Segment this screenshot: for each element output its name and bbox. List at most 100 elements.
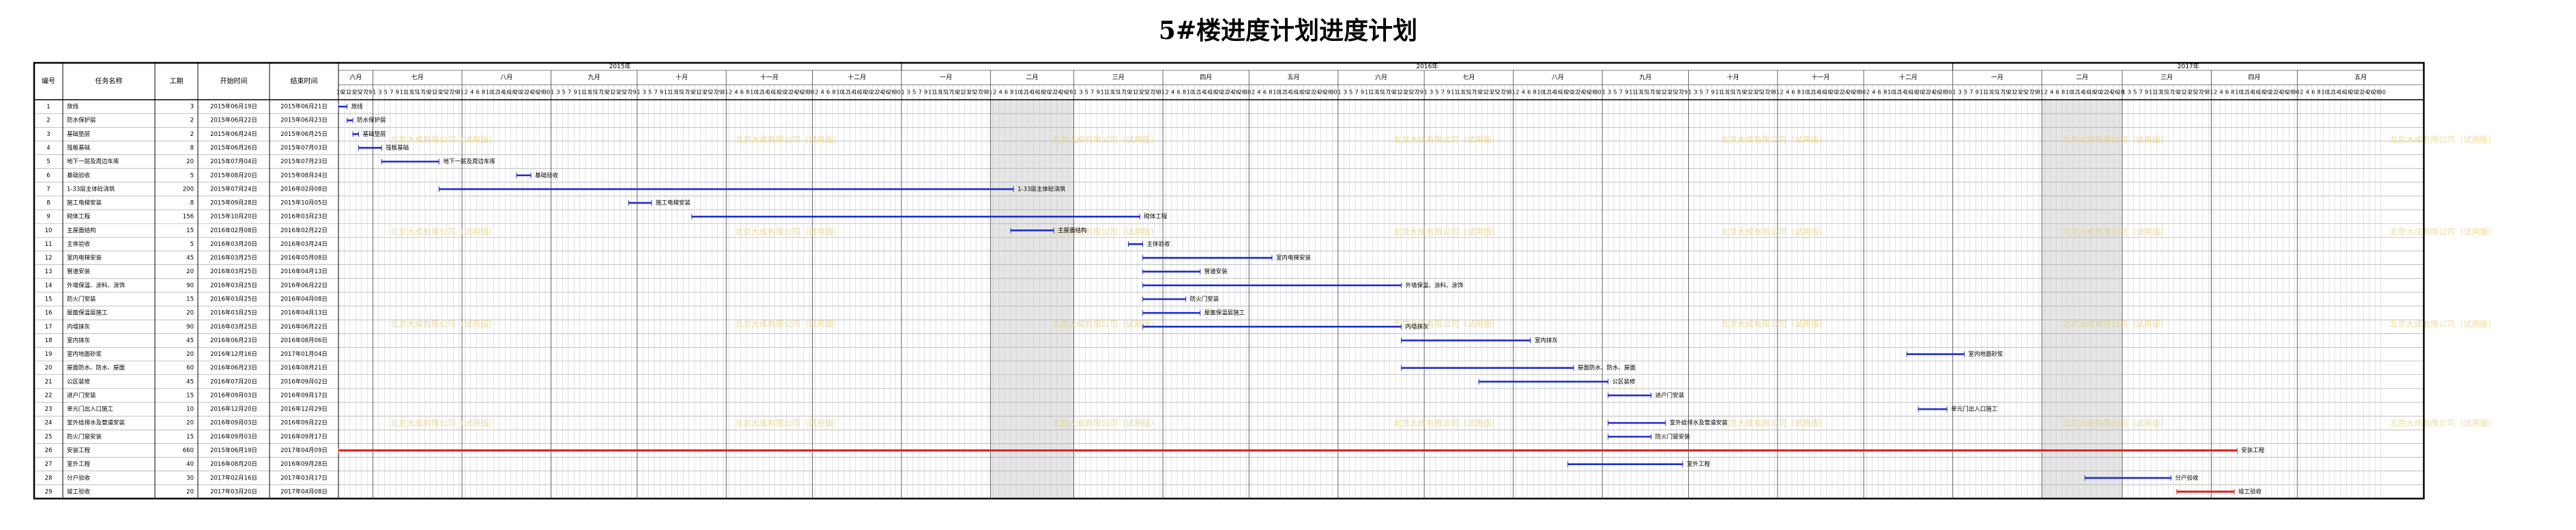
- day-label: 21: [2177, 89, 2184, 96]
- day-label: 29: [451, 89, 458, 96]
- year-label: 2017年: [2177, 62, 2199, 70]
- task-start: 2016年03月25日: [210, 254, 257, 262]
- task-start: 2016年03月20日: [210, 240, 257, 248]
- year-label: 2015年: [609, 62, 631, 70]
- day-label: 10: [750, 89, 757, 96]
- task-start: 2016年09月03日: [210, 419, 257, 427]
- day-label: 26: [882, 89, 889, 96]
- day-label: 19: [1738, 89, 1745, 96]
- day-label: 29: [1152, 89, 1159, 96]
- day-label: 16: [767, 89, 774, 96]
- task-start: 2016年06月23日: [210, 364, 257, 372]
- task-name: 外墙保温、涂料、涂饰: [67, 281, 126, 289]
- day-label: 10: [486, 89, 493, 96]
- day-label: 8: [1183, 89, 1186, 96]
- month-label: 四月: [2248, 74, 2261, 81]
- day-label: 28: [802, 89, 809, 96]
- day-label: 7: [568, 89, 571, 96]
- day-label: 9: [1097, 89, 1100, 96]
- day-label: 13: [2155, 89, 2162, 96]
- day-label: 7: [1355, 89, 1359, 96]
- day-label: 5: [2133, 89, 2137, 96]
- watermark: 北京大成有限公司（试用版）: [2390, 227, 2496, 237]
- day-label: 13: [1721, 89, 1728, 96]
- task-name: 管道安装: [67, 268, 91, 275]
- watermark: 北京大成有限公司（试用版）: [390, 418, 497, 428]
- day-label: 24: [1313, 89, 1320, 96]
- day-label: 31: [1773, 89, 1780, 96]
- task-duration: 15: [186, 434, 194, 441]
- page-title: 5#楼进度计划进度计划: [1158, 16, 1418, 45]
- day-label: 15: [589, 89, 596, 96]
- task-duration: 20: [186, 268, 194, 275]
- month-label: 七月: [411, 74, 424, 81]
- day-label: 3: [378, 89, 381, 96]
- task-end: 2015年10月05日: [280, 199, 328, 207]
- day-label: 14: [2246, 89, 2253, 96]
- day-label: 14: [1198, 89, 1205, 96]
- task-duration: 2: [190, 131, 194, 138]
- task-id: 17: [45, 324, 53, 331]
- day-label: 21: [607, 89, 613, 96]
- task-end: 2016年02月22日: [280, 227, 328, 234]
- day-label: 4: [1258, 89, 1261, 96]
- task-bar-label: 分户验收: [2175, 474, 2199, 482]
- day-label: 24: [2275, 89, 2282, 96]
- task-name: 1-33层主体砼浇筑: [67, 185, 115, 193]
- day-label: 27: [446, 89, 452, 96]
- task-id: 6: [46, 172, 50, 179]
- task-id: 25: [45, 434, 53, 441]
- day-label: 4: [2220, 89, 2223, 96]
- day-label: 20: [515, 89, 521, 96]
- day-label: 7: [1090, 89, 1094, 96]
- watermark: 北京大成有限公司（试用版）: [390, 227, 497, 237]
- day-label: 12: [491, 89, 498, 96]
- day-label: 17: [1733, 89, 1739, 96]
- task-id: 12: [45, 255, 53, 262]
- table-border: [33, 61, 2425, 500]
- day-label: 26: [2111, 89, 2118, 96]
- day-label: 6: [476, 89, 480, 96]
- task-name: 施工电梯安装: [67, 199, 102, 207]
- day-label: 3: [2128, 89, 2131, 96]
- day-label: 7: [918, 89, 922, 96]
- day-label: 15: [1991, 89, 1998, 96]
- task-start: 2015年07月24日: [210, 185, 257, 193]
- day-label: 8: [482, 89, 485, 96]
- day-label: 25: [2020, 89, 2027, 96]
- watermark: 北京大成有限公司（试用版）: [2390, 135, 2496, 145]
- day-label: 10: [2235, 89, 2242, 96]
- day-label: 19: [2002, 89, 2009, 96]
- day-label: 22: [1049, 89, 1056, 96]
- day-label: 1: [1424, 89, 1428, 96]
- day-label: 12: [2071, 89, 2078, 96]
- day-label: 10: [1014, 89, 1021, 96]
- day-label: 21: [693, 89, 699, 96]
- watermark: 北京大成有限公司（试用版）: [2062, 418, 2169, 428]
- day-label: 19: [1652, 89, 1659, 96]
- day-label: 9: [396, 89, 399, 96]
- day-label: 18: [859, 89, 866, 96]
- day-label: 1: [1337, 89, 1341, 96]
- task-end: 2016年03月24日: [280, 240, 328, 248]
- day-label: 2: [2214, 89, 2217, 96]
- day-label: 28: [1589, 89, 1595, 96]
- day-label: 13: [1106, 89, 1113, 96]
- day-label: 22: [1221, 89, 1228, 96]
- watermark: 北京大成有限公司（试用版）: [2390, 418, 2496, 428]
- day-label: 28: [1939, 89, 1946, 96]
- day-label: 26: [2367, 89, 2374, 96]
- day-label: 31: [721, 89, 728, 96]
- task-end: 2016年05月08日: [280, 254, 328, 262]
- task-bar-label: 进户门安装: [1655, 391, 1685, 399]
- day-label: 17: [1646, 89, 1653, 96]
- watermark: 北京大成有限公司（试用版）: [735, 319, 841, 329]
- day-label: 24: [1577, 89, 1584, 96]
- day-label: 2: [729, 89, 732, 96]
- task-id: 5: [46, 158, 50, 165]
- task-start: 2016年02月08日: [210, 227, 257, 234]
